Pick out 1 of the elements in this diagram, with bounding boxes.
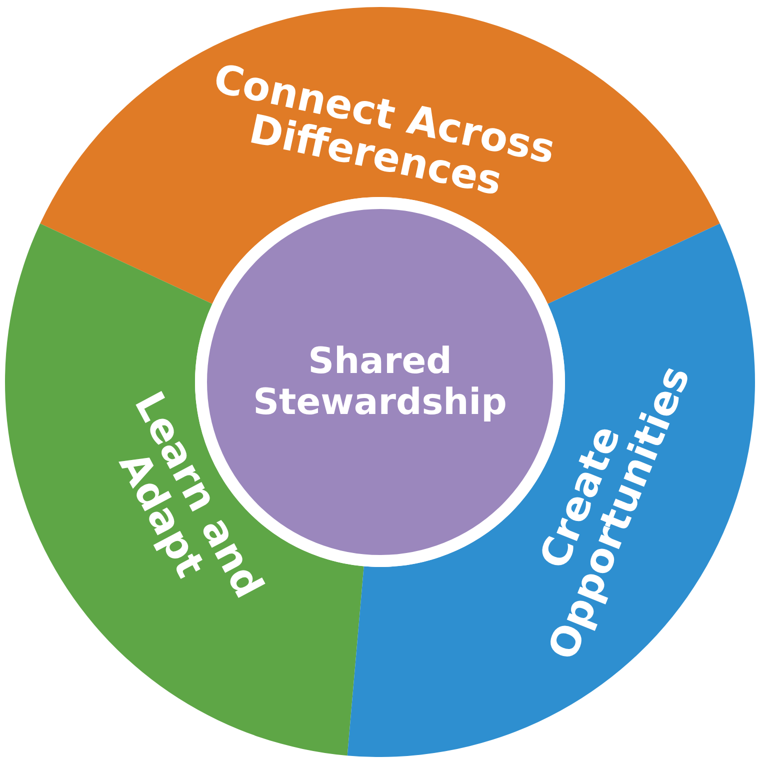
center-label: Shared Stewardship: [252, 340, 508, 424]
